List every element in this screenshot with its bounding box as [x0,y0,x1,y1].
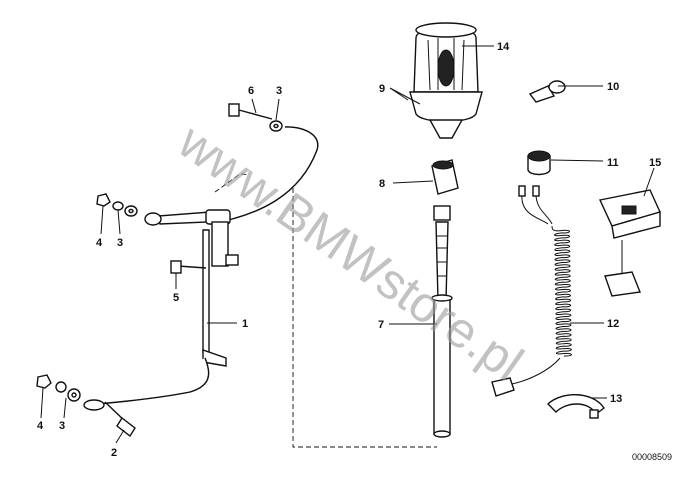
callout-3-top: 3 [276,85,282,97]
bulb-glass [548,80,566,94]
cable-tail [511,357,561,385]
catalog-code: 00008509 [632,452,672,462]
leader-2 [115,429,125,444]
callout-7: 7 [378,319,384,331]
callout-labels: 1 2 3 3 3 4 4 5 6 7 8 9 10 11 12 13 14 1… [37,41,661,459]
beacon-dome-top [415,22,477,38]
mounting-bracket [83,126,319,411]
callout-14: 14 [497,41,510,53]
leader-4-lower [40,387,44,419]
leader-6 [251,98,257,114]
callout-2: 2 [111,447,117,459]
cable-plug [491,377,515,397]
bulb-base [528,85,556,103]
switch [598,189,661,297]
sleeve-top [432,160,454,170]
cable-terminal-b [532,185,540,197]
sleeve [431,159,459,195]
washer-upper-1 [112,201,124,211]
bolt-top-head [228,103,240,117]
callout-15: 15 [649,157,661,169]
bracket-lower-tube-inner [97,357,210,405]
cap-top [527,150,551,162]
callout-6: 6 [248,85,254,97]
bolt-upper-head [170,260,182,274]
cable-wire-a [521,193,549,225]
bracket-upper-tube-inner [209,126,319,225]
bulb [528,80,566,103]
callout-10: 10 [607,81,619,93]
switch-rocker [621,205,637,215]
bracket-upper-arm [157,211,211,225]
cable-terminal-a [518,185,526,197]
washer-lower-1 [55,381,67,393]
nut-lower [36,374,52,389]
bolt-upper-shaft [177,265,207,269]
callout-3-lower: 3 [59,420,65,432]
beacon-lamp [409,22,483,139]
bolt-top-shaft [238,109,273,120]
cap [527,150,551,176]
leader-3-upper [117,209,121,235]
bracket-vertical-bar [202,229,210,353]
bolt-lower [104,401,136,438]
callout-4-lower: 4 [37,420,44,432]
bracket-foot [202,349,227,367]
leader-3-top [275,98,280,121]
leader-9 [389,87,421,105]
bracket-lower-tube [97,357,210,405]
leader-3-lower [63,397,67,419]
bolt-upper [170,260,207,274]
bracket-lower-eye [83,399,105,411]
beacon-base [409,91,483,123]
coiled-cable [491,185,572,397]
leader-15 [643,167,655,197]
pole-bottom [433,430,451,438]
callout-13: 13 [610,393,622,405]
beacon-reflector [437,49,455,87]
pole [431,205,453,438]
bolt-top [228,103,273,120]
pole-connector [433,205,451,221]
bracket-clamp-body [211,221,229,267]
washer-lower-2-hole [71,392,77,398]
nut-upper [96,193,111,207]
pole-rings [436,235,448,277]
beacon-socket [428,119,464,139]
bolt-lower-head [116,416,136,438]
pole-collar [431,294,453,302]
clip-body [547,394,605,416]
switch-plug [604,271,641,297]
cable-coil [551,225,572,357]
clip [547,394,605,419]
callout-3-upper: 3 [117,237,123,249]
switch-front [611,211,661,239]
leader-4-upper [100,205,104,235]
guide-line-mount-to-pole [292,180,437,448]
callout-1: 1 [242,318,248,330]
leader-11 [550,159,604,162]
washer-upper-2-hole [128,208,134,214]
washers-and-nuts [36,120,283,402]
bracket-upper-eye [144,212,162,226]
leader-8 [392,180,434,184]
leader-lines [40,45,655,444]
clip-tab [589,409,599,419]
callout-5: 5 [173,292,179,304]
callout-9: 9 [379,83,385,95]
callout-12: 12 [607,318,619,330]
callout-8: 8 [379,178,385,190]
callout-4-upper: 4 [96,237,103,249]
cable-wire-b [535,193,553,225]
callout-11: 11 [607,157,619,169]
bracket-clamp-nut [225,254,239,266]
washer-top-hole [273,123,279,129]
